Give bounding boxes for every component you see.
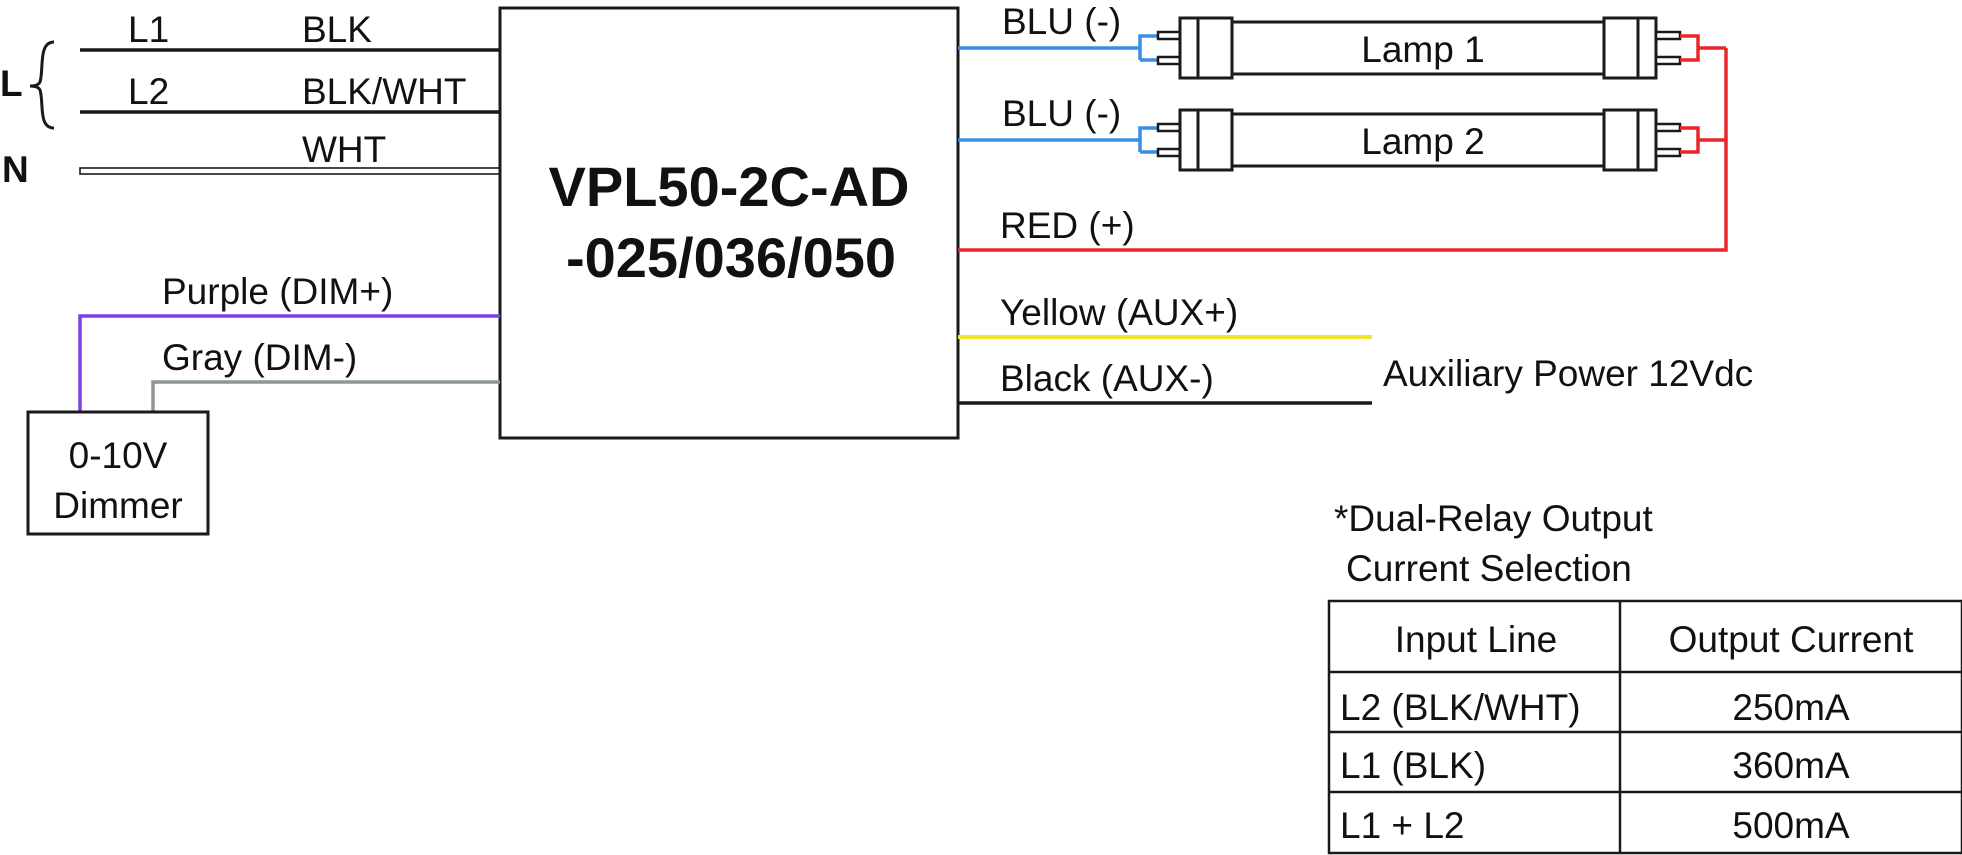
line-group-brace [29,40,55,130]
table-row-1-input: L2 (BLK/WHT) [1340,687,1581,728]
table-row-3-input: L1 + L2 [1340,805,1464,846]
table-header-input-line: Input Line [1395,619,1558,660]
black-aux-label: Black (AUX-) [1000,358,1214,399]
table-row-1-current: 250mA [1732,687,1850,728]
driver-model-line2: -025/036/050 [566,226,896,289]
neutral-label: N [2,149,29,190]
lamp-2-label: Lamp 2 [1361,121,1484,162]
yellow-aux-label: Yellow (AUX+) [1000,292,1238,333]
lamp-2 [1156,108,1682,172]
wht-label: WHT [302,129,386,170]
gray-dim-minus-wire [151,380,500,412]
neutral-white-wire [79,167,501,175]
dimmer-label-line1: 0-10V [69,435,168,476]
selection-title-line2: Current Selection [1346,548,1632,589]
purple-dim-label: Purple (DIM+) [162,271,393,312]
blu-wire-lamp1 [958,34,1158,50]
driver-model-line1: VPL50-2C-AD [549,155,910,218]
gray-dim-label: Gray (DIM-) [162,337,357,378]
table-header-output-current: Output Current [1669,619,1914,660]
blu-label-lamp1: BLU (-) [1002,1,1121,42]
l2-label: L2 [128,71,169,112]
lamp-1-label: Lamp 1 [1361,29,1484,70]
table-row-2-current: 360mA [1732,745,1850,786]
blk-wht-label: BLK/WHT [302,71,466,112]
purple-dim-plus-wire [78,314,500,412]
table-row-2-input: L1 (BLK) [1340,745,1486,786]
lamp-1 [1156,16,1682,80]
line-group-label: L [0,63,23,104]
red-label: RED (+) [1000,205,1135,246]
red-plus-wire [958,34,1728,252]
blu-wire-lamp2 [958,126,1158,142]
selection-table [1327,599,1962,855]
driver-box [498,6,960,440]
selection-title-line1: *Dual-Relay Output [1334,498,1653,539]
l1-label: L1 [128,9,169,50]
table-row-3-current: 500mA [1732,805,1850,846]
aux-power-note: Auxiliary Power 12Vdc [1383,353,1753,394]
blu-label-lamp2: BLU (-) [1002,93,1121,134]
dimmer-label-line2: Dimmer [53,485,182,526]
dimmer-box [26,410,210,536]
blk-label: BLK [302,9,372,50]
